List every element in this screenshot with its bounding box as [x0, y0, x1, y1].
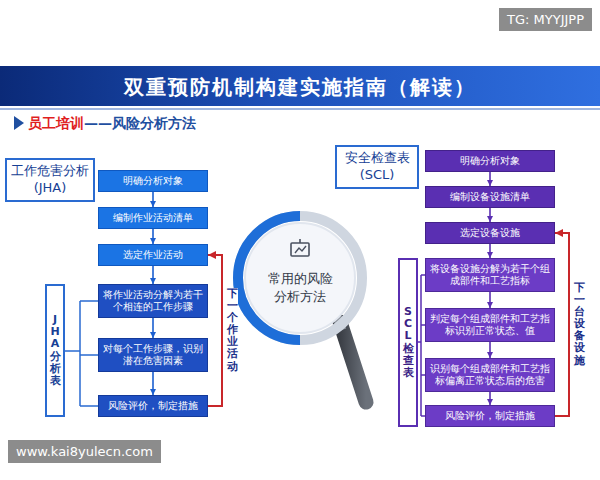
flow-arrow: [489, 172, 491, 186]
magnifier-handle: [340, 322, 366, 402]
node-label: 风险评价，制定措施: [445, 410, 535, 423]
flow-arrow: [152, 266, 154, 284]
process-box: 选定设备设施: [425, 222, 555, 244]
node-label: 明确分析对象: [460, 155, 520, 168]
node-label: JHA分析表: [50, 314, 61, 387]
process-box: 风险评价，制定措施: [425, 405, 555, 427]
process-box: 选定作业活动: [98, 244, 208, 266]
process-box: 明确分析对象: [98, 170, 208, 192]
process-box: 风险评价，制定措施: [98, 395, 208, 417]
node-label: 安全检查表 (SCL): [340, 150, 414, 184]
subtitle-text: 员工培训: [28, 115, 84, 133]
node-label: 明确分析对象: [123, 175, 183, 188]
flow-arrow: [489, 292, 491, 308]
board-icon: [299, 239, 301, 243]
flow-arrow: [489, 392, 491, 405]
process-box: 将设备设施分解为若干个组成部件和工艺指标: [425, 258, 555, 292]
flow-arrow: [489, 244, 491, 258]
node-label: 将设备设施分解为若干个组成部件和工艺指标: [430, 263, 550, 288]
node-label: 判定每个组成部件和工艺指标识别正常状态、值: [430, 313, 550, 338]
board-icon: [295, 246, 306, 253]
center-circle: 常用的风险分析方法: [248, 226, 352, 330]
flow-arrow: [489, 208, 491, 222]
node-label: 对每个工作步骤，识别潜在危害因素: [103, 343, 203, 368]
table-bracket: [418, 275, 425, 416]
node-label: 工作危害分析 (JHA): [10, 163, 90, 197]
edge-label: 下一台设备设施: [574, 282, 585, 367]
loop-arrow: [555, 233, 569, 416]
process-box: 将作业活动分解为若干个相连的工作步骤: [98, 284, 208, 318]
process-box: 编制设备设施清单: [425, 186, 555, 208]
watermark: www.kai8yulecn.com: [8, 440, 161, 463]
node-label: SCL检查表: [403, 306, 414, 379]
edge-label-box: 下一个作业活动: [227, 288, 238, 373]
node-label: 选定设备设施: [460, 227, 520, 240]
flow-arrow: [152, 229, 154, 244]
board-icon: [291, 243, 309, 256]
method-header: 工作危害分析 (JHA): [5, 158, 95, 202]
table-box: JHA分析表: [45, 284, 65, 417]
flow-arrow: [152, 318, 154, 338]
watermark: TG: MYYJJPP: [499, 8, 592, 31]
node-label: 常用的风险分析方法: [265, 270, 335, 305]
process-box: 对每个工作步骤，识别潜在危害因素: [98, 338, 208, 372]
process-box: 编制作业活动清单: [98, 207, 208, 229]
magnifier-ring: [238, 216, 362, 340]
node-label: 风险评价，制定措施: [108, 400, 198, 413]
process-box: 识别每个组成部件和工艺指标偏离正常状态后的危害: [425, 358, 555, 392]
subtitle-marker: [14, 116, 24, 130]
subtitle-text: ——风险分析方法: [84, 115, 196, 133]
method-header: 安全检查表 (SCL): [335, 145, 419, 189]
process-box: 明确分析对象: [425, 150, 555, 172]
edge-label-box: 下一台设备设施: [574, 282, 585, 367]
process-box: 判定每个组成部件和工艺指标识别正常状态、值: [425, 308, 555, 342]
flow-arrow: [489, 342, 491, 358]
flow-arrow: [152, 372, 154, 395]
node-label: 将作业活动分解为若干个相连的工作步骤: [103, 289, 203, 314]
table-bracket: [65, 301, 98, 406]
node-label: 编制作业活动清单: [113, 212, 193, 225]
node-label: 识别每个组成部件和工艺指标偏离正常状态后的危害: [430, 363, 550, 388]
title-rule: [0, 108, 600, 110]
flow-arrow: [152, 192, 154, 207]
magnifier-lens: [245, 223, 355, 333]
edge-label: 下一个作业活动: [227, 288, 238, 373]
title-text: 双重预防机制构建实施指南（解读）: [124, 74, 476, 101]
node-label: 编制设备设施清单: [450, 191, 530, 204]
node-label: 选定作业活动: [123, 249, 183, 262]
table-box: SCL检查表: [398, 258, 418, 427]
loop-arrow: [208, 255, 222, 406]
